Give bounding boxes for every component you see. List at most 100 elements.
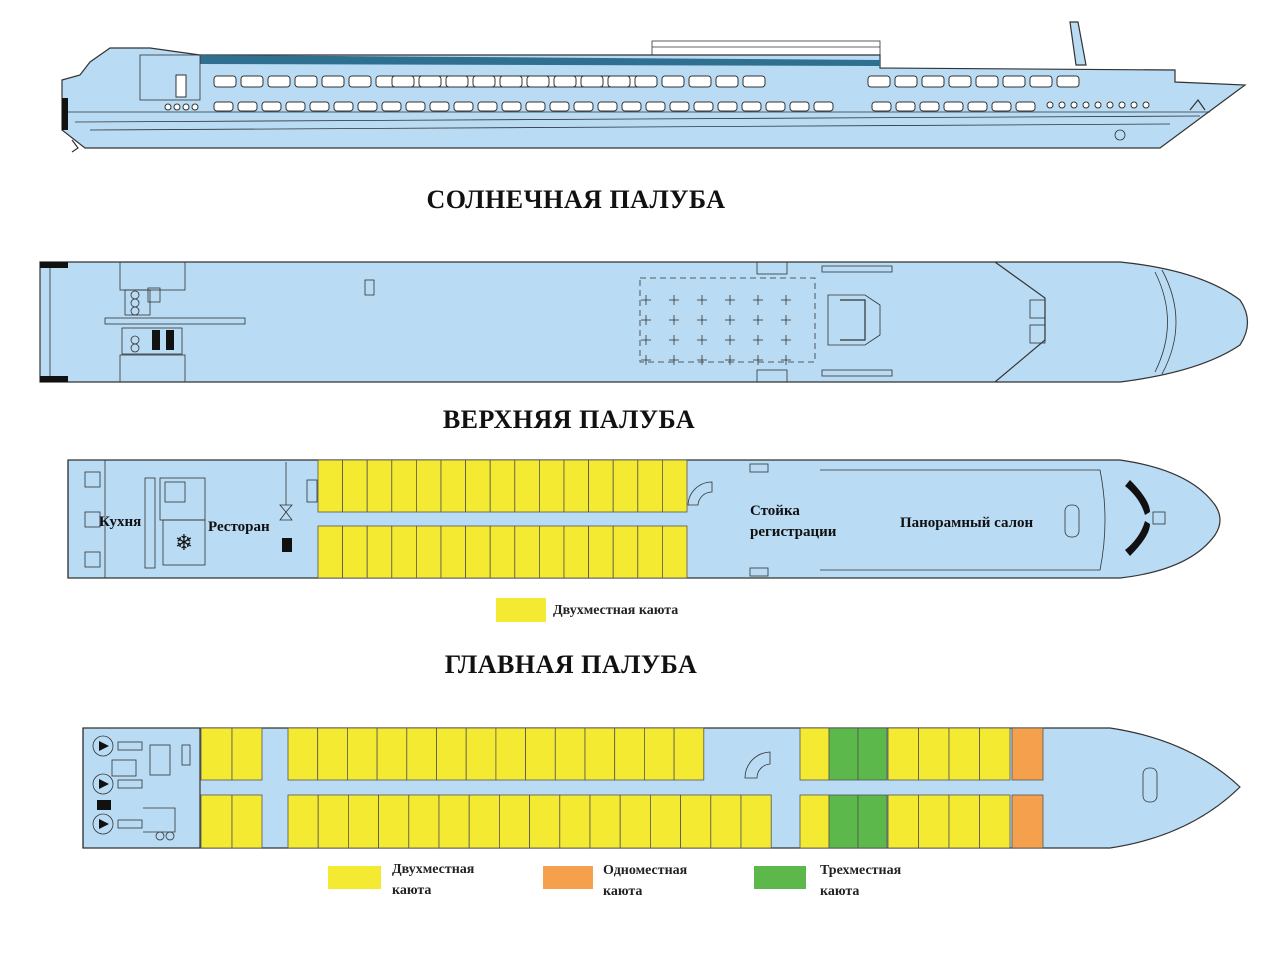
double-cabin <box>465 727 497 781</box>
double-cabin <box>584 727 616 781</box>
window <box>445 75 469 88</box>
double-cabin <box>406 727 437 781</box>
double-cabin <box>436 727 467 781</box>
double-cabin <box>740 794 772 849</box>
window <box>321 75 345 88</box>
triple-cabin <box>828 794 859 849</box>
porthole <box>164 103 172 111</box>
main-legend-label-triple-2: каюта <box>820 884 859 899</box>
main-deck-plan <box>82 727 1241 849</box>
window <box>765 101 786 112</box>
porthole <box>1094 101 1102 109</box>
window <box>418 75 442 88</box>
engine-room <box>92 735 143 835</box>
window <box>894 75 918 88</box>
double-cabin <box>465 525 491 579</box>
window <box>213 75 237 88</box>
double-cabin <box>495 727 526 781</box>
triple-cabin <box>828 727 859 781</box>
label-restaurant: Ресторан <box>208 519 270 535</box>
main-legend-label-double-1: Двухместная <box>392 862 475 877</box>
engine-symbol <box>99 779 109 789</box>
main-deck-title: ГЛАВНАЯ ПАЛУБА <box>445 650 697 679</box>
main-legend-label-double-2: каюта <box>392 883 431 898</box>
double-cabin <box>662 459 688 513</box>
double-cabin <box>287 727 319 781</box>
window <box>333 101 354 112</box>
svg-text:❄: ❄ <box>175 531 193 556</box>
window <box>1002 75 1026 88</box>
double-cabin <box>588 525 614 579</box>
window <box>975 75 999 88</box>
double-cabin <box>468 794 500 849</box>
lower-windows <box>164 101 1150 112</box>
porthole <box>1058 101 1066 109</box>
window <box>688 75 712 88</box>
double-cabin <box>619 794 651 849</box>
window <box>213 101 234 112</box>
window <box>348 75 372 88</box>
porthole <box>173 103 181 111</box>
window <box>1015 101 1036 112</box>
window <box>391 75 415 88</box>
double-cabin <box>287 794 319 849</box>
engine-symbol <box>92 735 114 757</box>
double-cabin <box>563 459 590 513</box>
main-deck-cabins <box>200 727 1044 849</box>
double-cabin <box>637 525 663 579</box>
window <box>919 101 940 112</box>
double-cabin <box>799 727 830 781</box>
double-cabin <box>438 794 470 849</box>
double-cabin <box>317 459 344 513</box>
double-cabin <box>918 794 950 849</box>
double-cabin <box>673 727 705 781</box>
label-reception-line1: Стойка <box>750 503 800 519</box>
double-cabin <box>317 727 348 781</box>
window <box>967 101 988 112</box>
double-cabin <box>489 459 516 513</box>
window <box>525 101 546 112</box>
ship-side-profile <box>61 21 1247 153</box>
window <box>267 75 291 88</box>
double-cabin <box>887 794 919 849</box>
double-cabin <box>589 794 621 849</box>
porthole <box>191 103 199 111</box>
sun-deck-title: СОЛНЕЧНАЯ ПАЛУБА <box>426 185 725 214</box>
double-cabin <box>539 525 565 579</box>
double-cabin <box>979 727 1011 781</box>
window <box>526 75 550 88</box>
single-cabin <box>1011 794 1044 849</box>
window <box>921 75 945 88</box>
window <box>549 101 570 112</box>
double-cabin <box>391 459 417 513</box>
window <box>381 101 402 112</box>
sun-lounger-grid <box>641 295 791 365</box>
double-cabin <box>415 525 442 579</box>
window <box>715 75 739 88</box>
window <box>895 101 916 112</box>
window <box>429 101 450 112</box>
main-legend-label-single-1: Одноместная <box>603 863 688 878</box>
double-cabin <box>554 727 586 781</box>
main-legend-label-triple-1: Трехместная <box>820 863 902 878</box>
window <box>294 75 318 88</box>
double-cabin <box>979 794 1011 849</box>
engine-symbol <box>92 773 114 795</box>
window <box>789 101 810 112</box>
porthole <box>1046 101 1054 109</box>
window <box>477 101 498 112</box>
window <box>1029 75 1053 88</box>
double-cabin <box>391 525 417 579</box>
double-cabin <box>799 794 830 849</box>
window <box>742 75 766 88</box>
double-cabin <box>539 459 565 513</box>
porthole <box>1070 101 1078 109</box>
porthole <box>1106 101 1114 109</box>
double-cabin <box>317 794 349 849</box>
double-cabin <box>231 727 263 781</box>
double-cabin <box>563 525 590 579</box>
window <box>261 101 282 112</box>
porthole <box>1142 101 1150 109</box>
double-cabin <box>200 794 233 849</box>
